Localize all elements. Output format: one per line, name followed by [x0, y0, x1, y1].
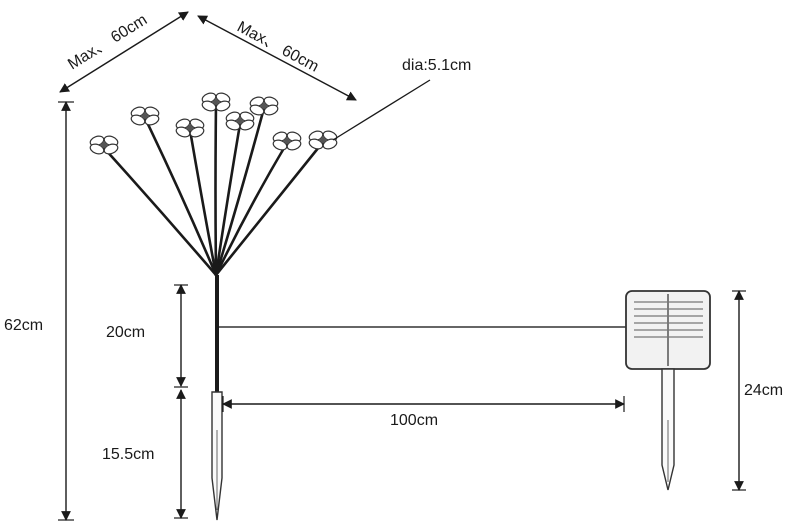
- flower-2: [129, 104, 161, 128]
- label-flower-dia: dia:5.1cm: [402, 57, 471, 74]
- label-max-left: Max、 60cm: [65, 11, 150, 73]
- label-lower-stake: 15.5cm: [102, 446, 154, 463]
- label-max-right: Max、 60cm: [234, 19, 321, 76]
- label-upper-stake: 20cm: [106, 324, 145, 341]
- flower-6: [248, 94, 280, 118]
- flowers: [88, 90, 339, 157]
- label-cable-length: 100cm: [390, 412, 438, 429]
- dim-max-left: [59, 11, 189, 93]
- label-total-height: 62cm: [4, 317, 43, 334]
- flower-7: [271, 129, 303, 153]
- dia-leader: [332, 79, 431, 141]
- flower-wires: [102, 102, 325, 277]
- flower-1: [88, 133, 120, 157]
- dim-max-right: [197, 15, 357, 101]
- solar-panel: [625, 290, 711, 370]
- label-panel-height: 24cm: [744, 382, 783, 399]
